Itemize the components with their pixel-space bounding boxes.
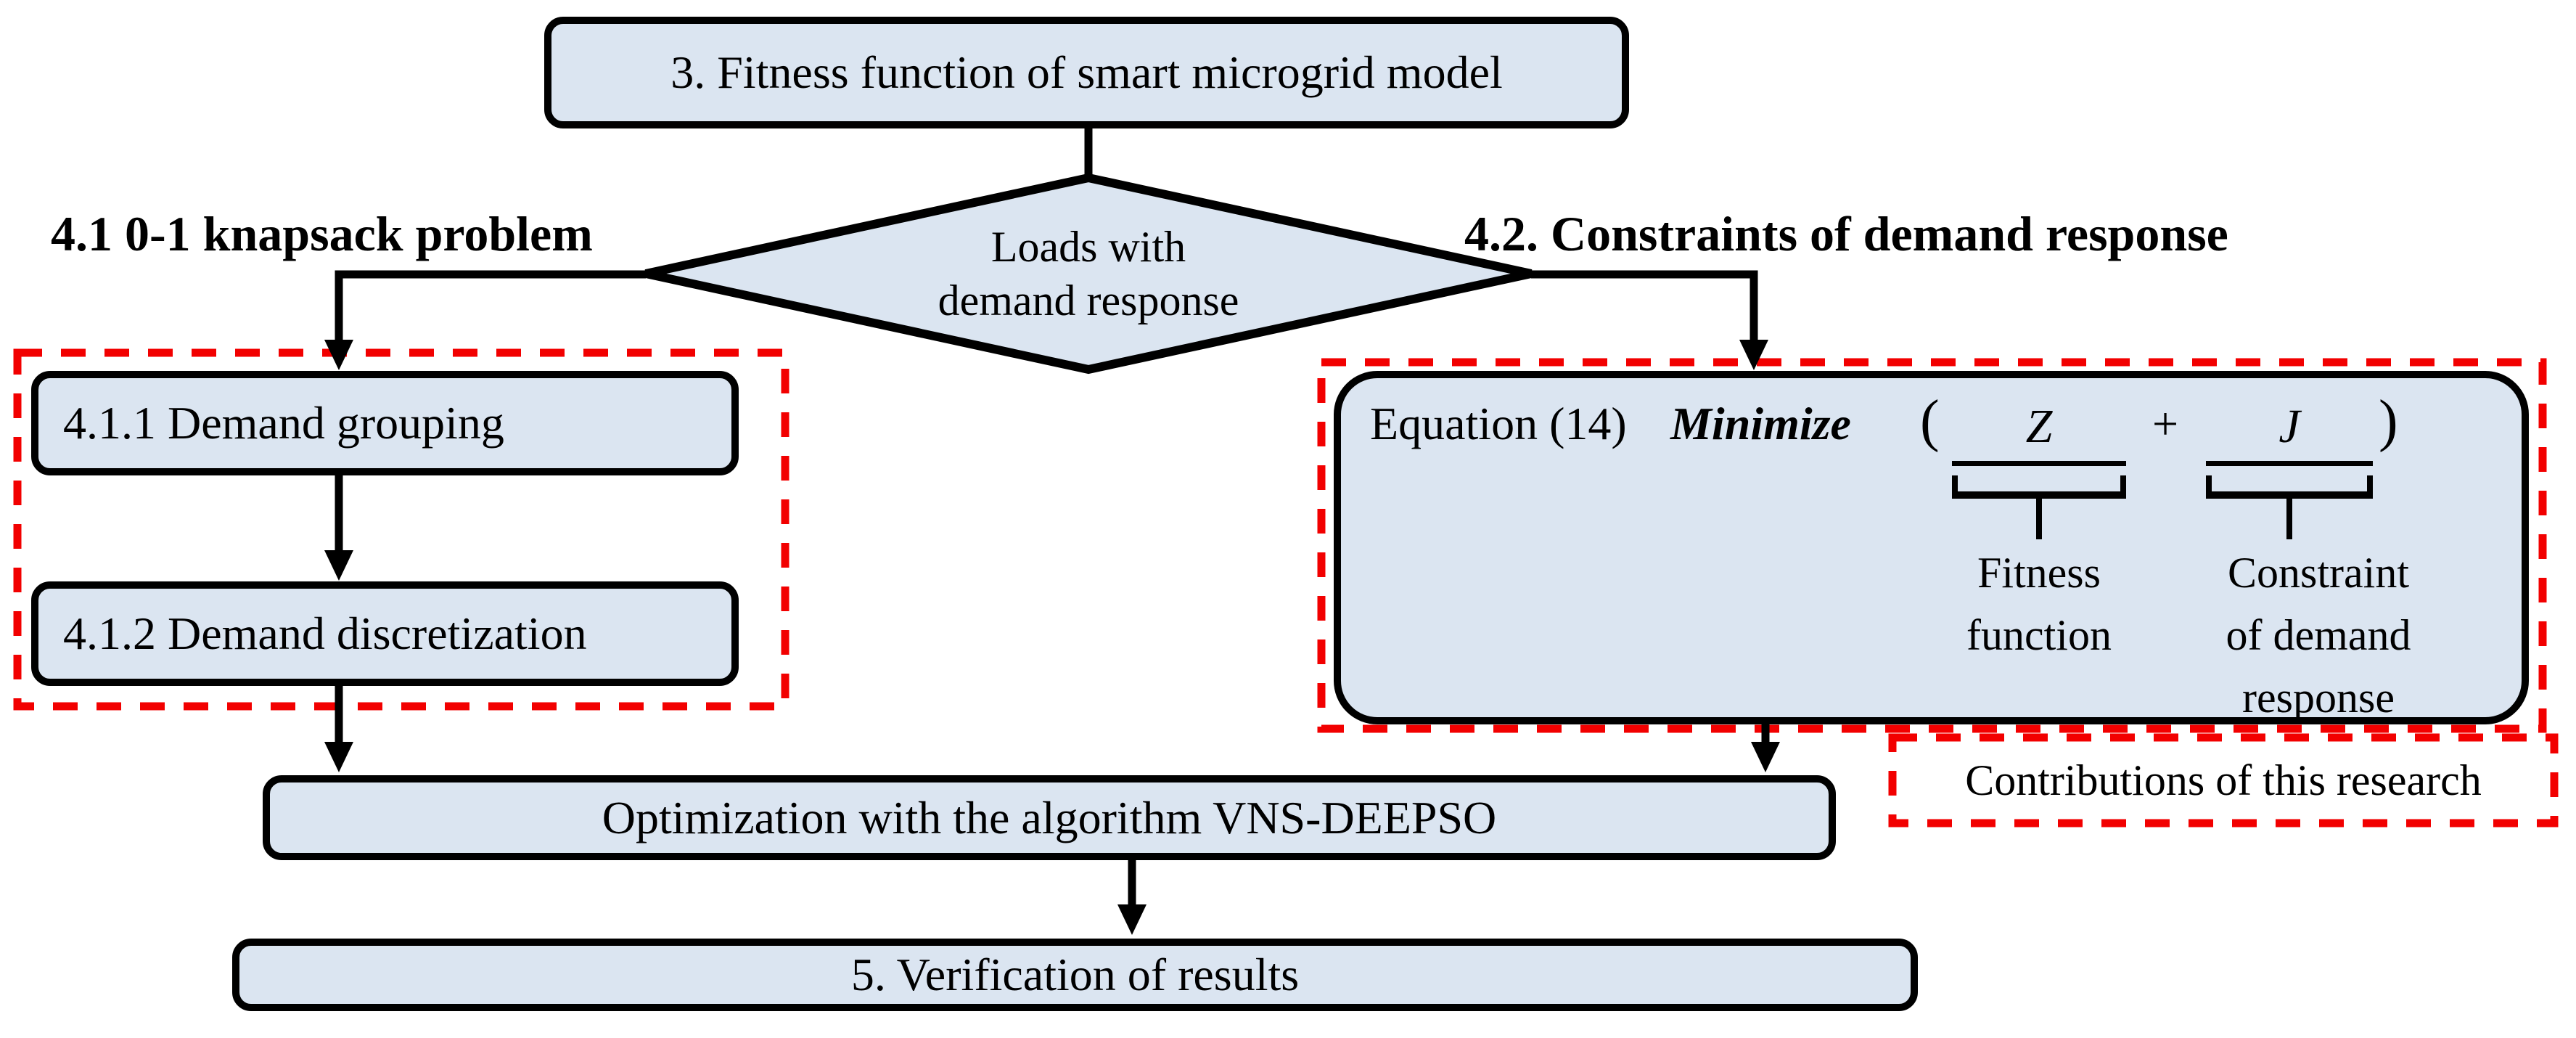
diamond-line2: demand response [938, 277, 1239, 324]
box-411-demand-grouping: 4.1.1 Demand grouping [31, 371, 739, 475]
knapsack-dashed-group-box [13, 348, 789, 711]
optimization-box: Optimization with the algorithm VNS-DEEP… [263, 775, 1836, 860]
equation-open-paren: ( [1920, 389, 1940, 453]
arrowhead-into-verification [1117, 904, 1147, 935]
equation-term-j: J [2206, 399, 2373, 466]
decision-diamond-shape [644, 173, 1533, 375]
top-box-fitness-function: 3. Fitness function of smart microgrid m… [544, 17, 1629, 128]
connector-diamond-left-elbow [335, 270, 646, 341]
constraint-demand-label: Constraint of demand response [2177, 542, 2460, 729]
constraint-label-line1: Constraint [2228, 549, 2409, 597]
constraint-label-line3: response [2242, 674, 2395, 722]
arrowhead-into-optimization-right [1751, 742, 1780, 772]
diamond-line1: Loads with [990, 223, 1186, 271]
equation-operator-minimize: Minimize [1670, 398, 1851, 449]
arrowhead-into-equation-box [1739, 340, 1768, 370]
underbracket-j [2206, 475, 2373, 499]
constraints-dashed-group-box [1317, 358, 2547, 733]
top-box-label: 3. Fitness function of smart microgrid m… [670, 46, 1503, 98]
fitness-function-label: Fitness function [1952, 542, 2126, 666]
arrowhead-into-box-411 [324, 340, 353, 370]
box-412-demand-discretization: 4.1.2 Demand discretization [31, 581, 739, 686]
equation-prefix: Equation (14) [1370, 398, 1627, 449]
connector-diamond-right-elbow [1531, 270, 1758, 341]
arrowhead-into-optimization-left [324, 742, 353, 772]
section-label-constraints: 4.2. Constraints of demand response [1464, 206, 2228, 261]
underbracket-j-stem [2286, 497, 2292, 539]
section-label-knapsack: 4.1 0-1 knapsack problem [51, 206, 593, 261]
contributions-dashed-box [1888, 733, 2559, 827]
underbracket-z [1952, 475, 2126, 499]
underbracket-z-stem [2036, 497, 2042, 539]
verification-box-label: 5. Verification of results [850, 949, 1300, 1000]
box-411-label: 4.1.1 Demand grouping [63, 397, 504, 449]
constraint-label-line2: of demand [2226, 611, 2411, 659]
optimization-box-label: Optimization with the algorithm VNS-DEEP… [602, 791, 1497, 843]
contributions-label: Contributions of this research [1965, 756, 2482, 804]
equation-close-paren: ) [2379, 389, 2398, 453]
decision-diamond-text: Loads with demand response [798, 220, 1379, 327]
equation-term-z: Z [1952, 399, 2126, 466]
equation-box [1334, 371, 2529, 724]
arrowhead-into-box-412 [324, 550, 353, 581]
equation-plus-sign: + [2152, 398, 2179, 449]
fitness-label-line1: Fitness [1977, 549, 2101, 597]
fitness-label-line2: function [1966, 611, 2112, 659]
verification-box: 5. Verification of results [232, 939, 1918, 1011]
box-412-label: 4.1.2 Demand discretization [63, 608, 587, 659]
